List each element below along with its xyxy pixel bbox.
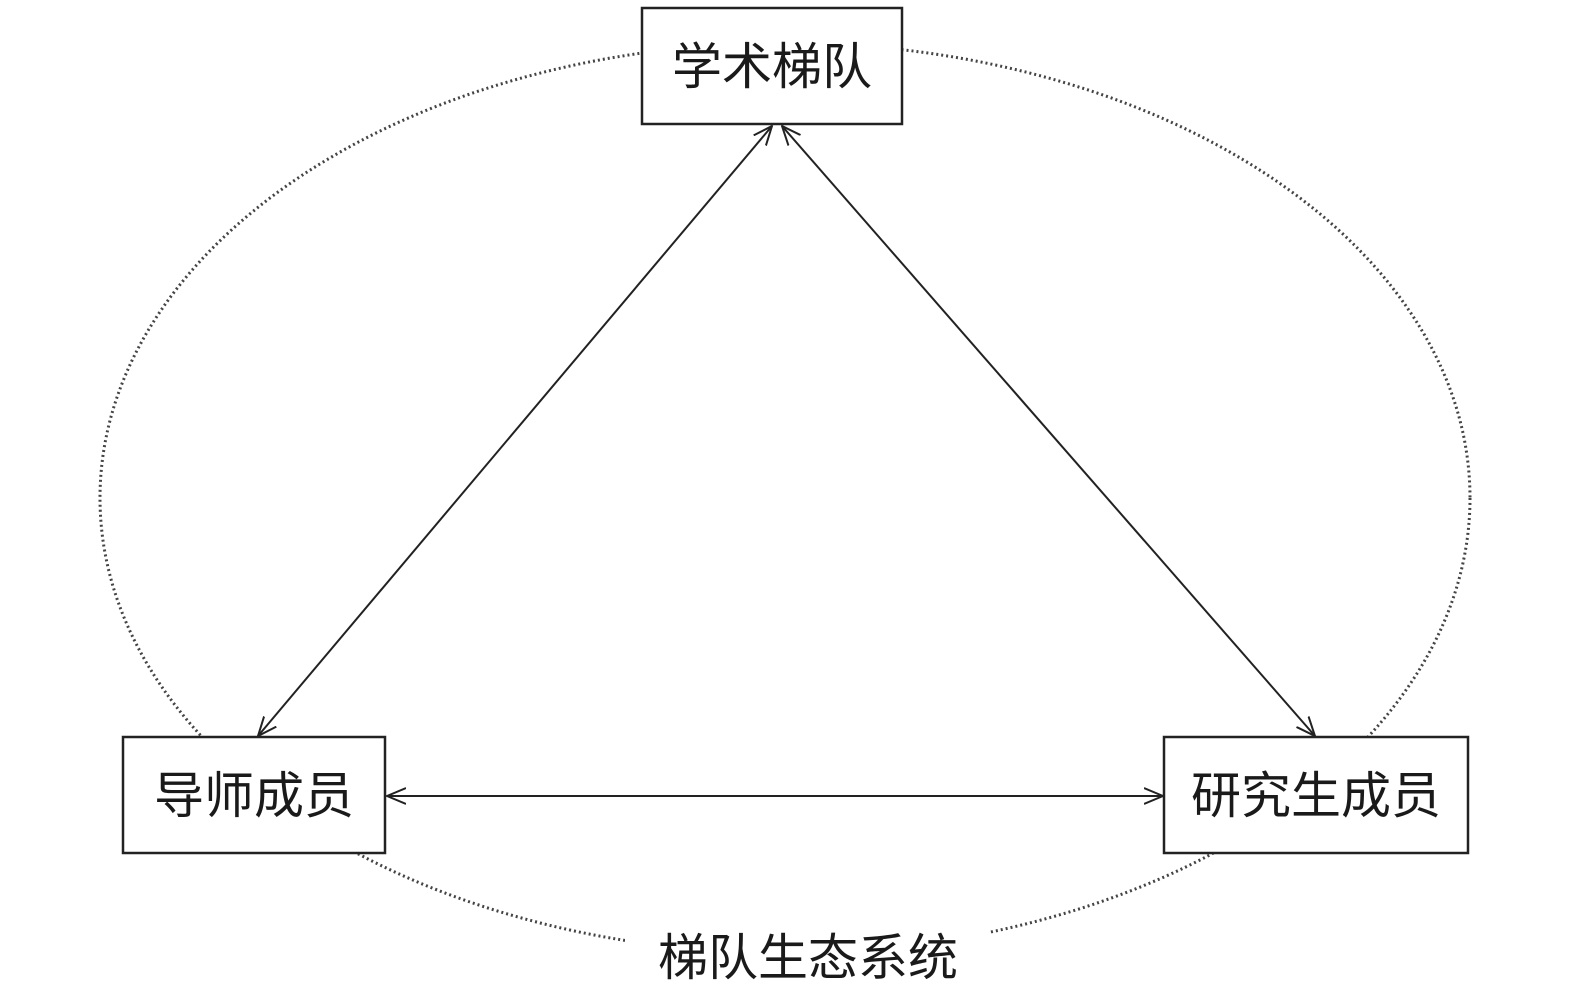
node-academic-team-label: 学术梯队 (672, 38, 872, 96)
ecosystem-label: 梯队生态系统 (658, 929, 958, 987)
node-student-members-label: 研究生成员 (1191, 767, 1441, 825)
ecosystem-label-background (625, 925, 990, 995)
ecosystem-boundary (98, 41, 1472, 955)
node-mentor-members: 导师成员 (121, 735, 387, 855)
node-mentor-members-label: 导师成员 (154, 767, 354, 825)
edge-team-mentor (258, 126, 772, 736)
node-student-members: 研究生成员 (1162, 735, 1470, 855)
node-academic-team: 学术梯队 (640, 6, 904, 126)
edge-team-student (782, 126, 1315, 736)
